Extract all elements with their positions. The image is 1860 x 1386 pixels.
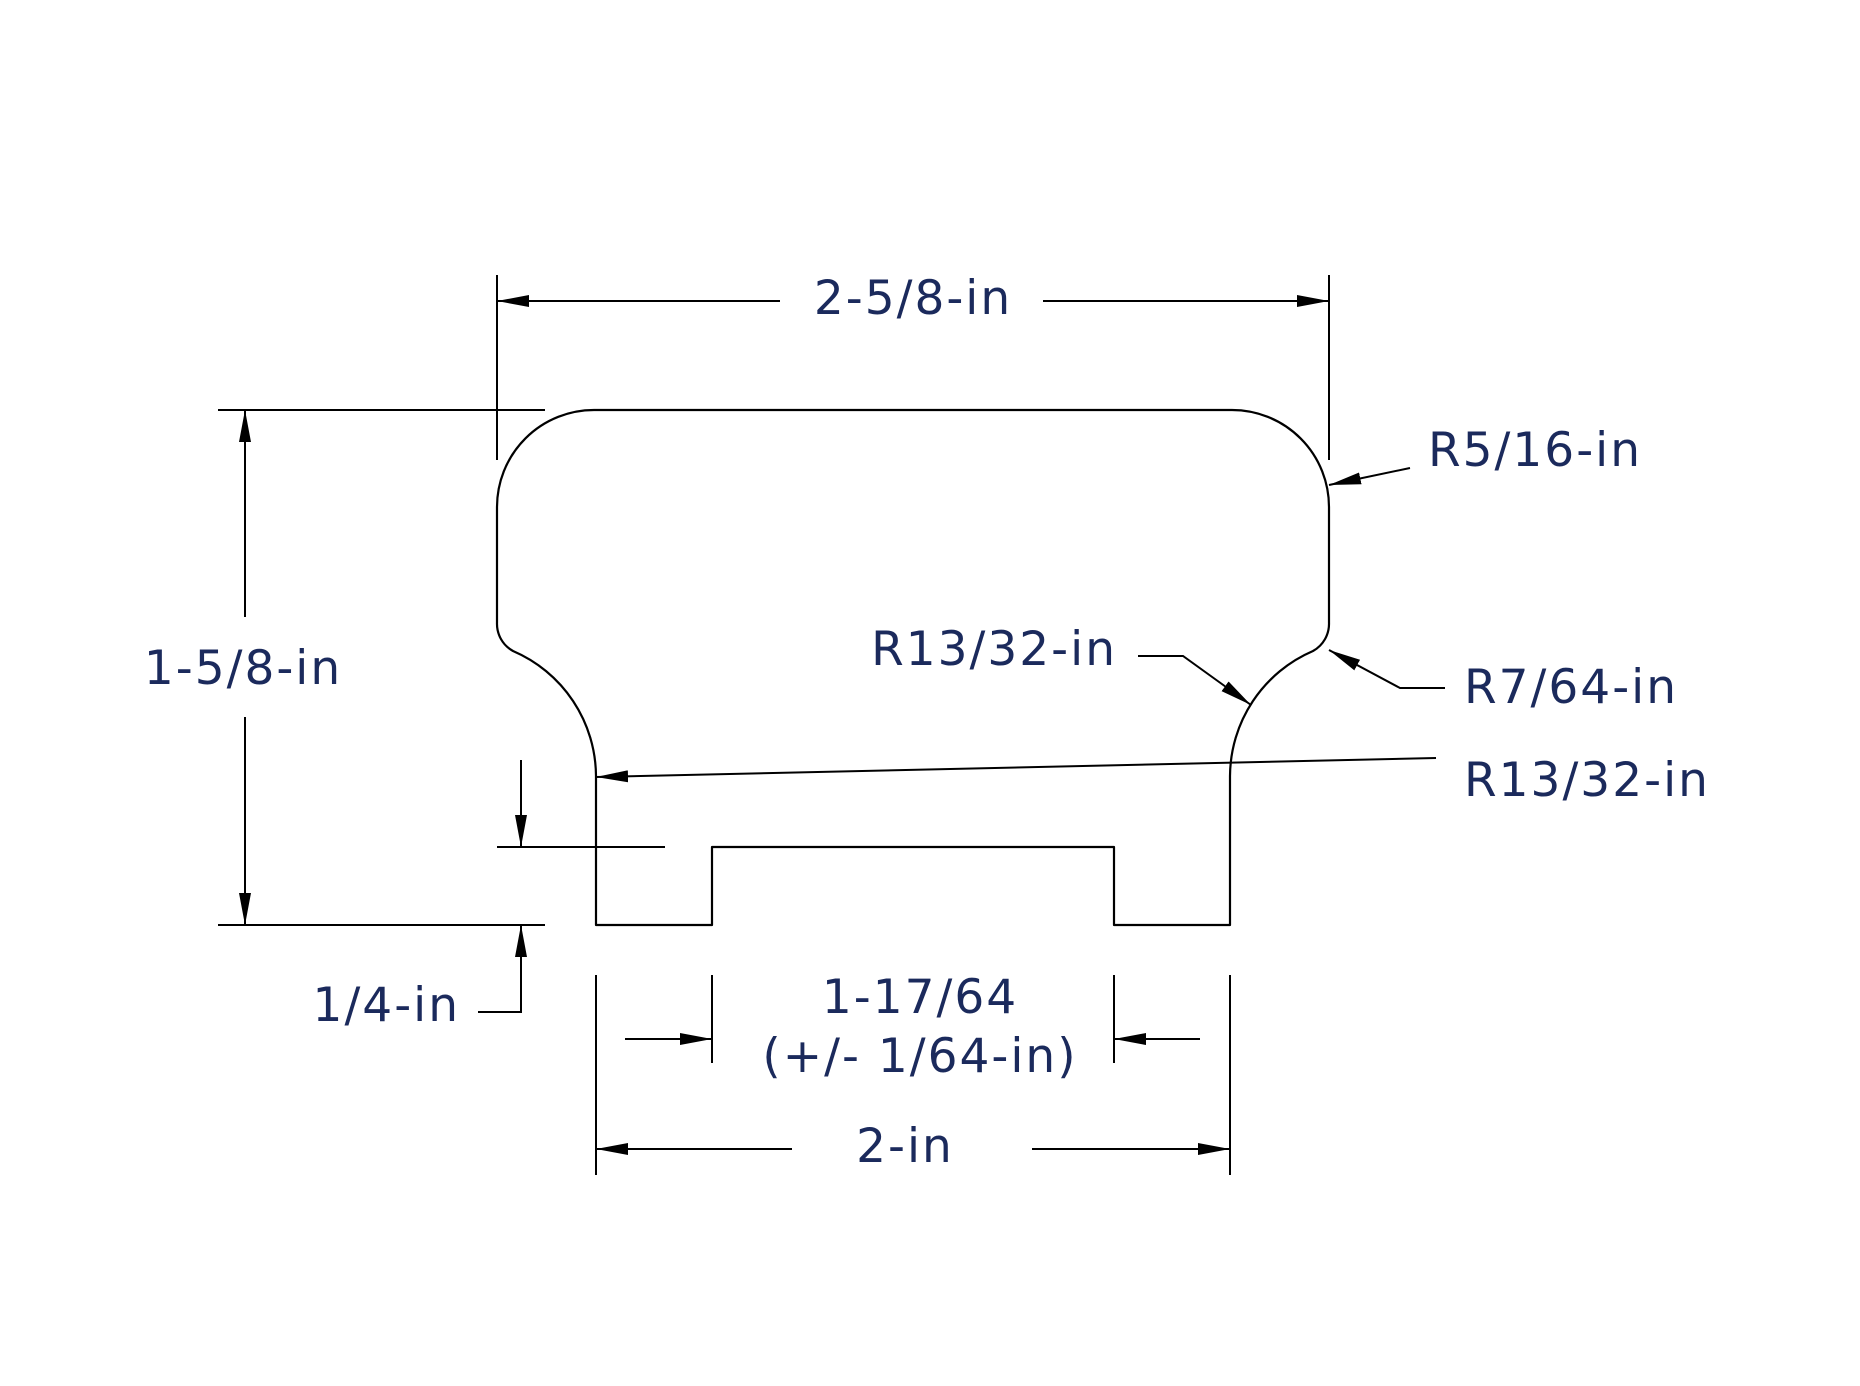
- groove-depth-dimension: [478, 760, 665, 1013]
- base-width-dimension: [595, 975, 1231, 1175]
- groove-width-dimension: [625, 975, 1200, 1063]
- overall-width-dimension: [496, 275, 1330, 460]
- top-corner-radius-leader: [1328, 467, 1411, 486]
- groove-tolerance-label: (+/- 1/64-in): [762, 1029, 1077, 1084]
- cove-radius-upper-leader: [1138, 655, 1252, 706]
- overall-height-label: 1-5/8-in: [144, 641, 342, 696]
- cove-radius-lower-label: R13/32-in: [1464, 753, 1710, 808]
- rail-profile-outline: [495, 408, 1331, 927]
- groove-width-label: 1-17/64: [822, 970, 1018, 1025]
- overall-height-dimension: [218, 409, 545, 926]
- fillet-radius-leader: [1328, 649, 1445, 689]
- cove-radius-lower-leader: [595, 757, 1437, 783]
- base-width-label: 2-in: [856, 1119, 954, 1174]
- overall-width-label: 2-5/8-in: [814, 271, 1012, 326]
- fillet-radius-label: R7/64-in: [1464, 660, 1678, 715]
- top-corner-radius-label: R5/16-in: [1428, 423, 1642, 478]
- groove-depth-label: 1/4-in: [313, 978, 460, 1033]
- cove-radius-upper-label: R13/32-in: [871, 622, 1117, 677]
